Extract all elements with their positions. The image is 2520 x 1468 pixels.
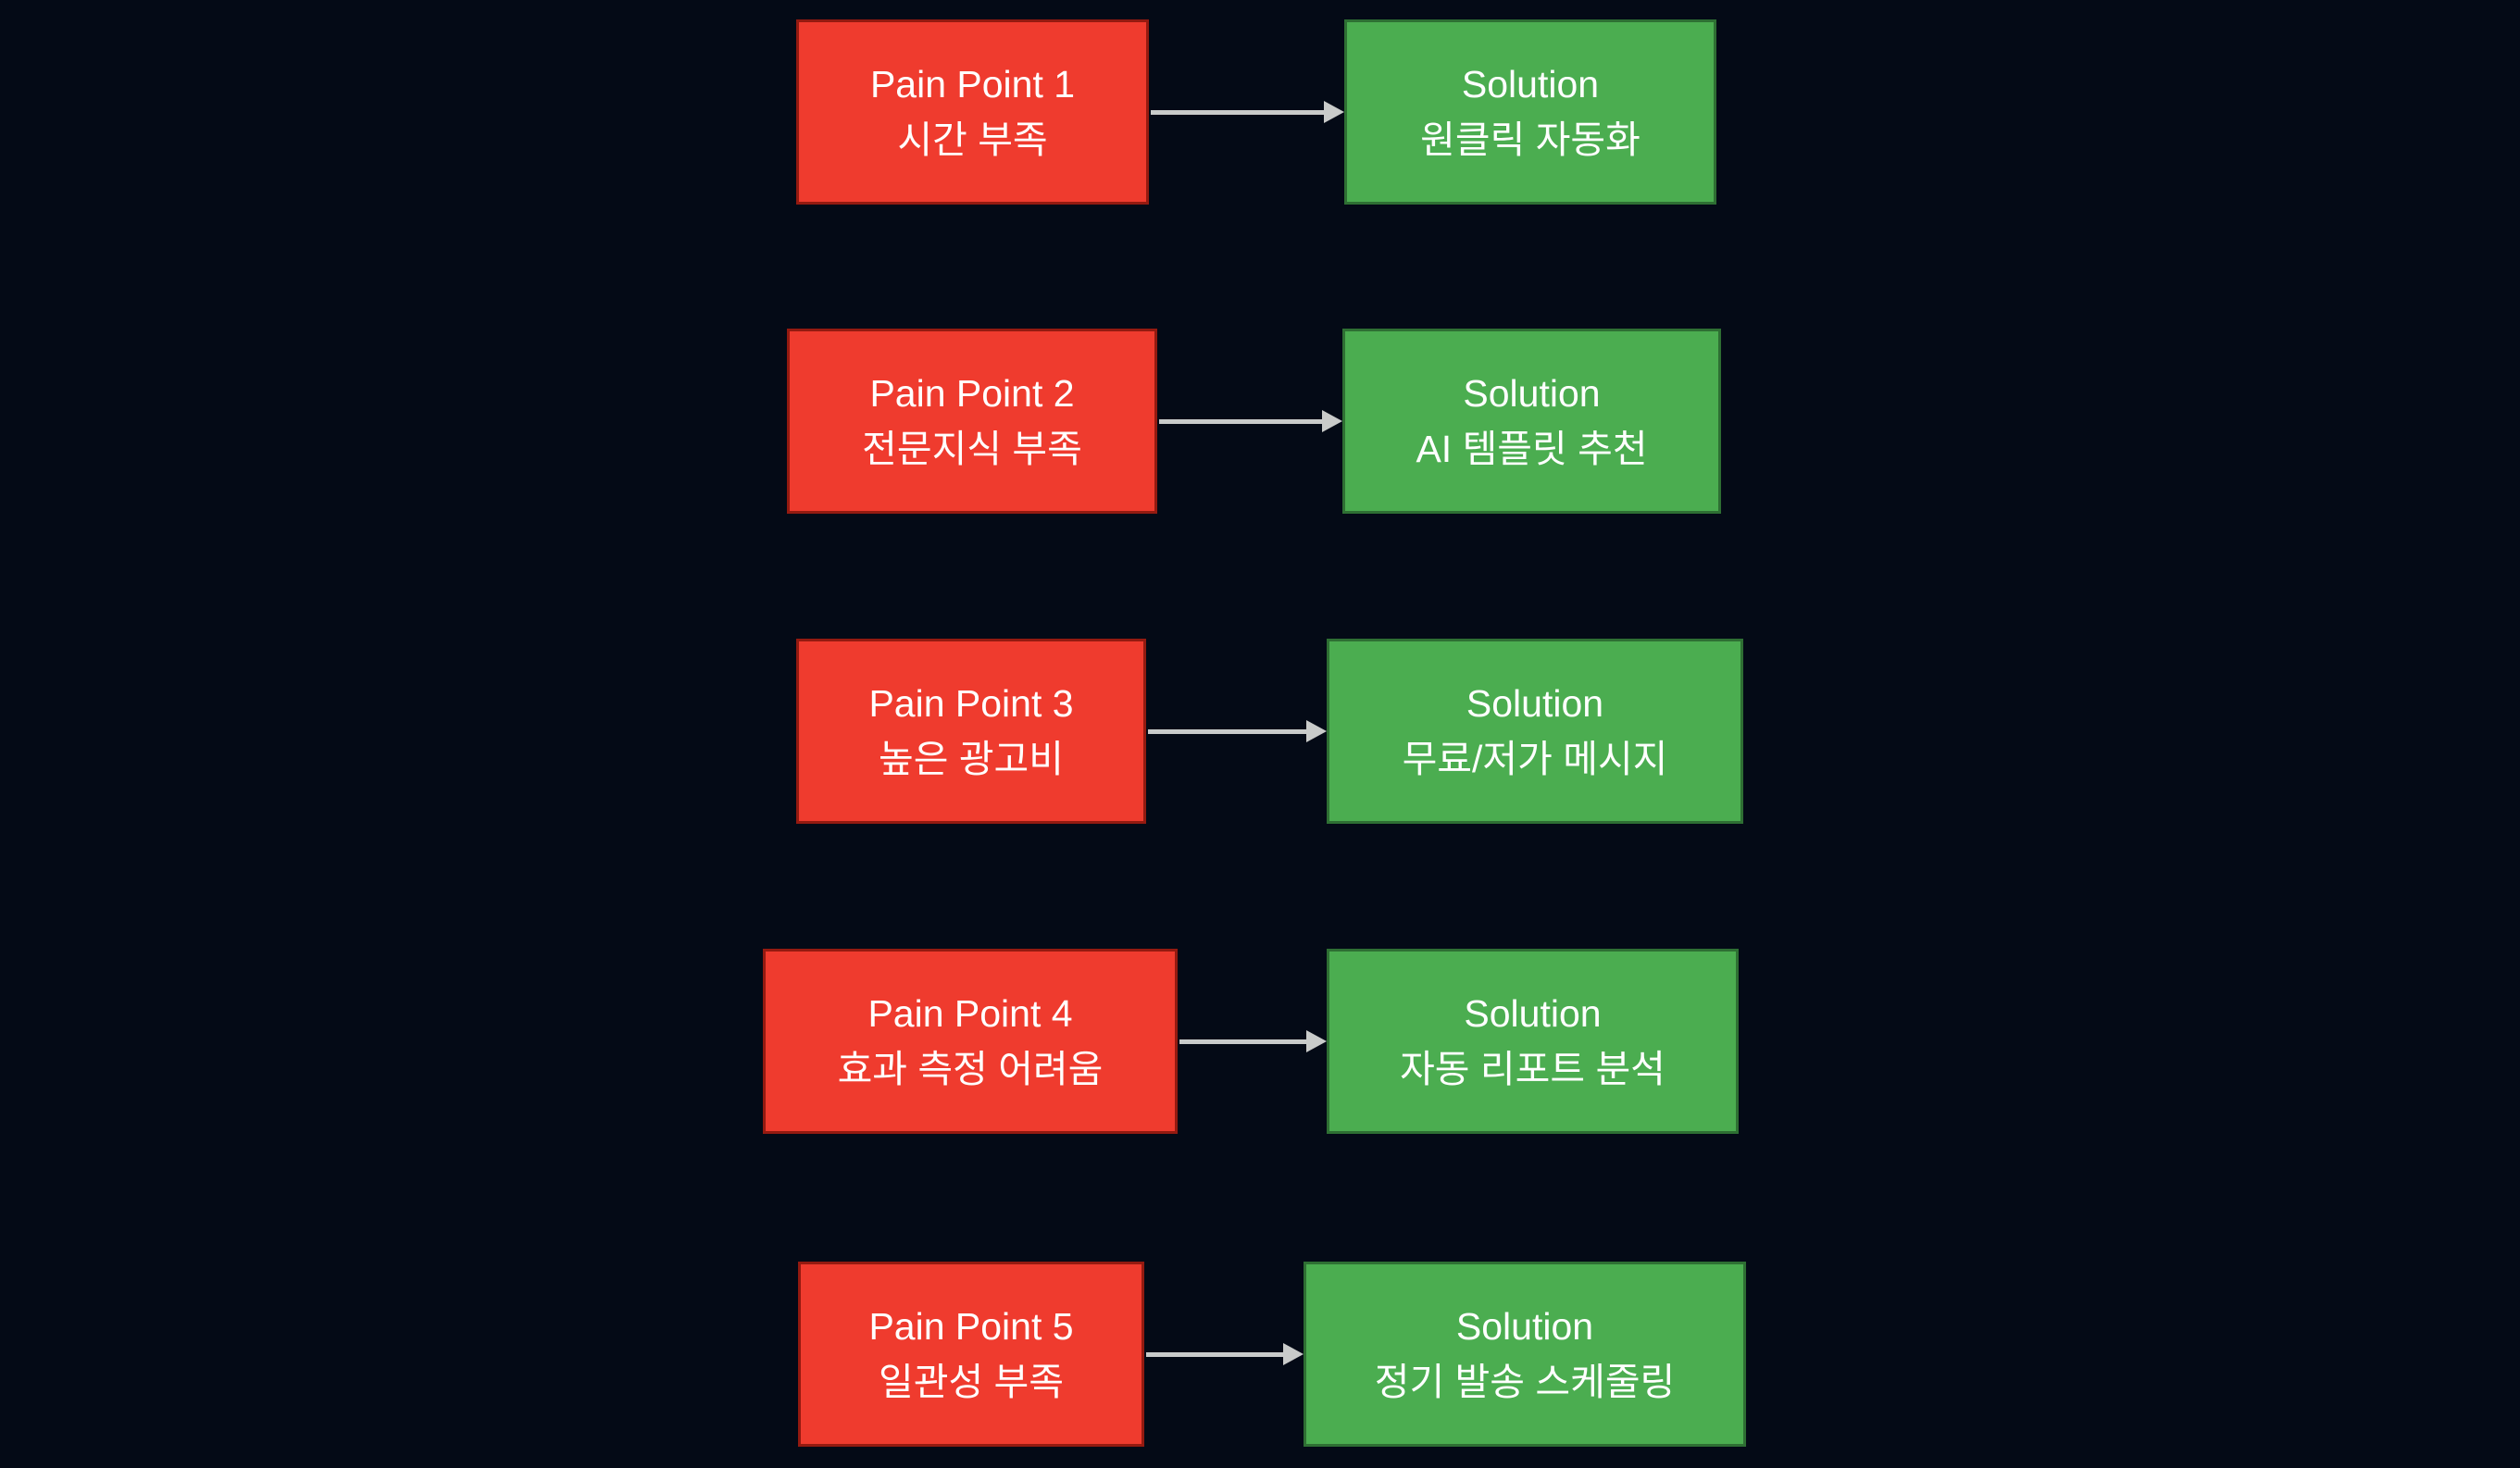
arrow-head-icon (1324, 101, 1344, 123)
solution-label: 자동 리포트 분석 (1400, 1048, 1665, 1090)
solution-box: Solution 정기 발송 스케줄링 (1304, 1262, 1746, 1447)
pain-point-box: Pain Point 4 효과 측정 어려움 (763, 949, 1178, 1134)
solution-title: Solution (1455, 1305, 1594, 1348)
arrow-head-icon (1283, 1343, 1304, 1365)
solution-title: Solution (1464, 992, 1602, 1035)
mapping-row-5: Pain Point 5 일관성 부족 Solution 정기 발송 스케줄링 (0, 1262, 2520, 1447)
pain-point-title: Pain Point 4 (867, 992, 1073, 1035)
mapping-row-4: Pain Point 4 효과 측정 어려움 Solution 자동 리포트 분… (0, 949, 2520, 1134)
mapping-row-3: Pain Point 3 높은 광고비 Solution 무료/저가 메시지 (0, 639, 2520, 824)
arrow-head-icon (1306, 1030, 1327, 1052)
pain-point-label: 효과 측정 어려움 (837, 1048, 1104, 1090)
mapping-row-2: Pain Point 2 전문지식 부족 Solution AI 템플릿 추천 (0, 329, 2520, 514)
solution-label: 원클릭 자동화 (1420, 118, 1640, 161)
mapping-row-1: Pain Point 1 시간 부족 Solution 원클릭 자동화 (0, 19, 2520, 205)
pain-point-box: Pain Point 5 일관성 부족 (798, 1262, 1144, 1447)
solution-label: 정기 발송 스케줄링 (1374, 1361, 1676, 1403)
solution-box: Solution 자동 리포트 분석 (1327, 949, 1739, 1134)
solution-title: Solution (1466, 682, 1604, 725)
solution-title: Solution (1461, 63, 1600, 106)
pain-point-title: Pain Point 1 (869, 63, 1076, 106)
pain-point-title: Pain Point 2 (869, 372, 1075, 415)
arrow-line (1151, 110, 1326, 115)
arrow-line (1179, 1039, 1308, 1044)
arrow-head-icon (1306, 720, 1327, 742)
pain-point-title: Pain Point 5 (868, 1305, 1074, 1348)
arrow-line (1159, 419, 1324, 424)
pain-point-label: 높은 광고비 (879, 738, 1064, 780)
arrow-line (1148, 729, 1308, 734)
pain-point-box: Pain Point 1 시간 부족 (796, 19, 1149, 205)
pain-point-label: 일관성 부족 (879, 1361, 1064, 1403)
solution-box: Solution 무료/저가 메시지 (1327, 639, 1743, 824)
pain-point-title: Pain Point 3 (868, 682, 1074, 725)
pain-point-box: Pain Point 3 높은 광고비 (796, 639, 1146, 824)
pain-point-label: 전문지식 부족 (862, 428, 1082, 470)
solution-box: Solution 원클릭 자동화 (1344, 19, 1716, 205)
solution-box: Solution AI 템플릿 추천 (1342, 329, 1721, 514)
pain-point-box: Pain Point 2 전문지식 부족 (787, 329, 1157, 514)
pain-point-label: 시간 부족 (897, 118, 1048, 161)
solution-label: AI 템플릿 추천 (1416, 428, 1648, 470)
arrow-head-icon (1322, 410, 1342, 432)
solution-label: 무료/저가 메시지 (1402, 738, 1668, 780)
arrow-line (1146, 1352, 1283, 1357)
solution-title: Solution (1463, 372, 1601, 415)
